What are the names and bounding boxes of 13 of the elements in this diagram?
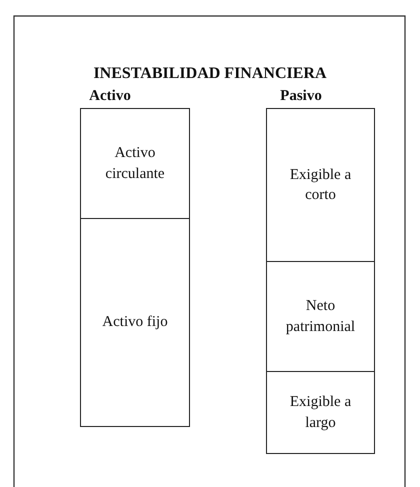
block-label: Activo circulante [104,144,166,184]
block-label: Neto patrimonial [284,297,356,336]
diagram-title: INESTABILIDAD FINANCIERA [92,65,328,83]
balance-block [266,108,375,262]
balance-block [266,371,375,454]
balance-block [80,108,190,219]
block-label: Exigible a corto [288,166,352,205]
balance-block [80,218,190,427]
balance-block [266,261,375,372]
column-heading: Pasivo [280,88,322,105]
block-label: Activo fijo [101,313,169,332]
block-label: Exigible a largo [288,393,352,432]
column-heading: Activo [89,88,131,105]
